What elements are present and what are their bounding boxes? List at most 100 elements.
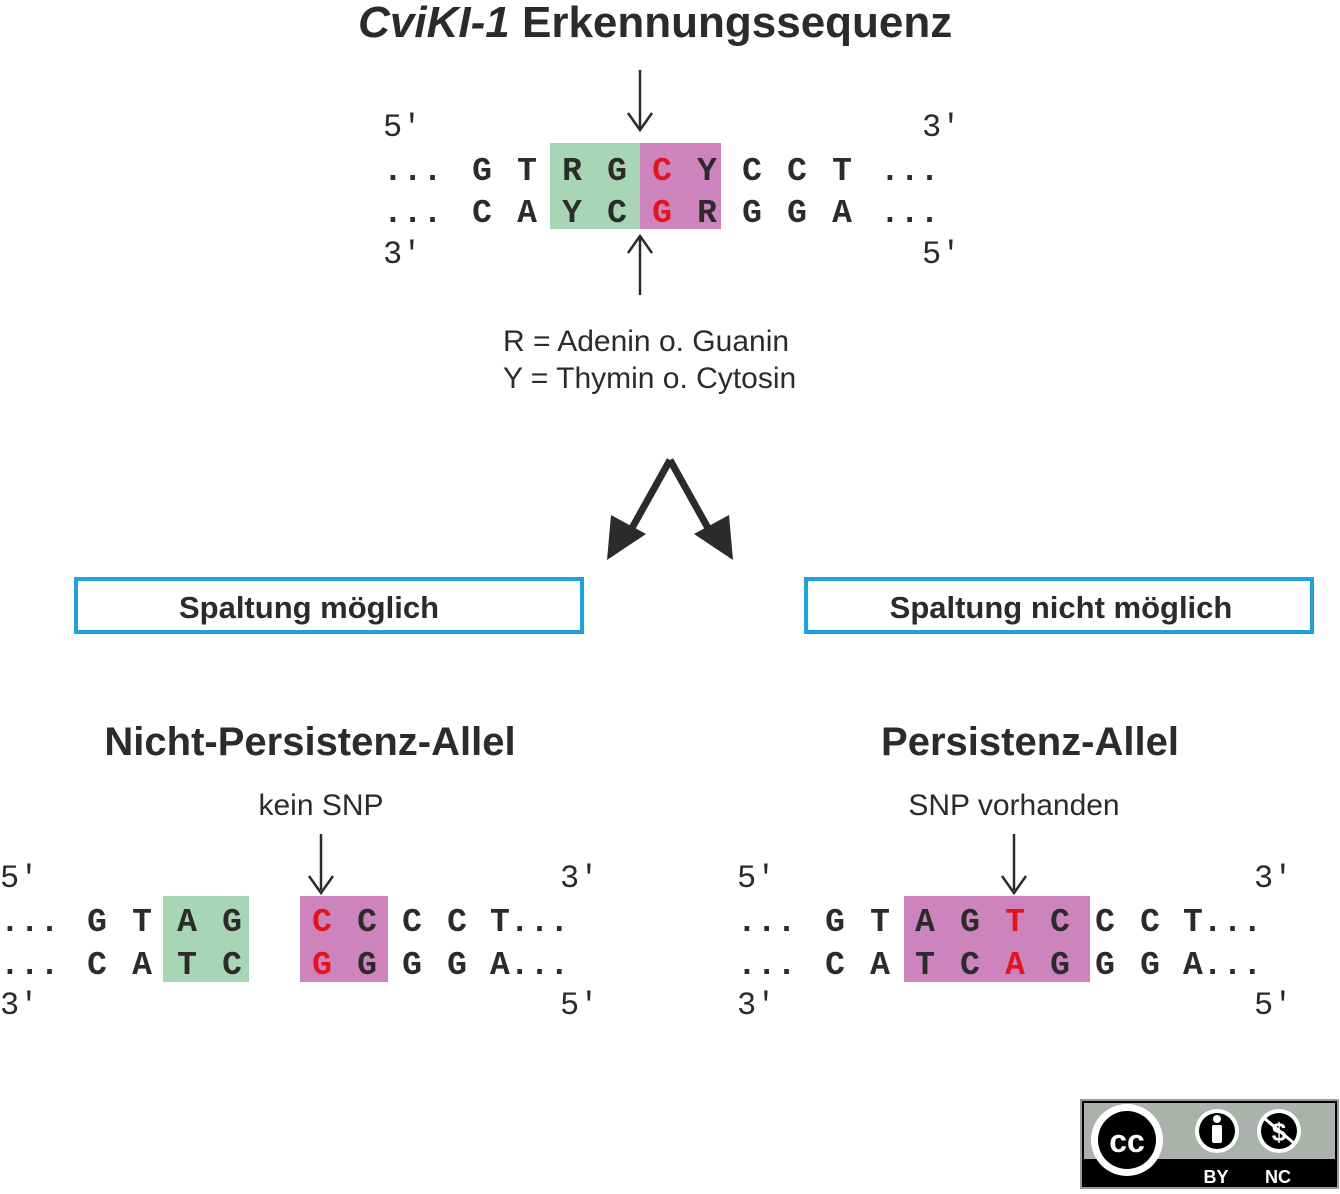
right-top-strand: G T A G T C C C T... bbox=[825, 904, 1262, 941]
base: T bbox=[517, 153, 537, 190]
legend-line-r: R = Adenin o. Guanin bbox=[503, 325, 789, 358]
base: A... bbox=[1183, 947, 1262, 984]
base: C bbox=[472, 195, 492, 232]
highlight-green-top bbox=[550, 143, 640, 229]
base: R bbox=[697, 195, 717, 232]
title-rest: Erkennungssequenz bbox=[522, 0, 952, 47]
license-nc-label: NC bbox=[1265, 1167, 1291, 1187]
top-strand: G T R G C Y C C T bbox=[472, 153, 852, 190]
strand-ellipsis: ... bbox=[880, 153, 939, 190]
strand-ellipsis: ... bbox=[0, 904, 59, 941]
cc-by-nc-badge[interactable]: cc $ BY NC bbox=[1080, 1099, 1339, 1189]
base: A bbox=[870, 947, 890, 984]
prime-label: 5' bbox=[560, 987, 598, 1024]
base: C bbox=[402, 904, 422, 941]
prime-label: 5' bbox=[922, 236, 960, 273]
highlight-pink-top bbox=[640, 143, 721, 229]
base: G bbox=[787, 195, 807, 232]
base: G bbox=[447, 947, 467, 984]
highlight-green-left bbox=[163, 896, 249, 982]
strand-ellipsis: ... bbox=[0, 947, 59, 984]
base: T bbox=[832, 153, 852, 190]
cc-logo-text: cc bbox=[1109, 1123, 1145, 1159]
base-highlighted: G bbox=[652, 195, 672, 232]
base: G bbox=[742, 195, 762, 232]
prime-label: 5' bbox=[1254, 987, 1292, 1024]
legend-line-y: Y = Thymin o. Cytosin bbox=[503, 362, 796, 395]
base: G bbox=[357, 947, 377, 984]
prime-label: 3' bbox=[0, 987, 38, 1024]
base-snp: A bbox=[1005, 947, 1025, 984]
prime-label: 5' bbox=[383, 109, 421, 146]
prime-label: 3' bbox=[383, 236, 421, 273]
base: Y bbox=[562, 195, 582, 232]
left-top-strand: G T A G C C C C T... bbox=[87, 904, 569, 941]
prime-label: 3' bbox=[1254, 860, 1292, 897]
diagram-title: CviKI-1 Erkennungssequenz bbox=[297, 0, 989, 47]
base: T bbox=[870, 904, 890, 941]
base: G bbox=[1140, 947, 1160, 984]
base: G bbox=[1050, 947, 1070, 984]
base: C bbox=[607, 195, 627, 232]
base: C bbox=[787, 153, 807, 190]
base: G bbox=[222, 904, 242, 941]
base: A... bbox=[490, 947, 569, 984]
right-bottom-strand: C A T C A G G G A... bbox=[825, 947, 1262, 984]
strand-ellipsis: ... bbox=[880, 195, 939, 232]
base: C bbox=[742, 153, 762, 190]
base: C bbox=[1095, 904, 1115, 941]
base-highlighted: C bbox=[652, 153, 672, 190]
right-heading: Persistenz-Allel bbox=[881, 720, 1179, 764]
base: G bbox=[1095, 947, 1115, 984]
base-highlighted: C bbox=[312, 904, 332, 941]
prime-label: 5' bbox=[0, 860, 38, 897]
base: A bbox=[517, 195, 537, 232]
cleavage-possible-label: Spaltung möglich bbox=[179, 590, 439, 625]
strand-ellipsis: ... bbox=[383, 195, 442, 232]
highlight-pink-left bbox=[300, 896, 388, 982]
strand-ellipsis: ... bbox=[737, 947, 796, 984]
base: C bbox=[1140, 904, 1160, 941]
cut-arrowhead-bottom bbox=[626, 233, 654, 254]
base: T... bbox=[490, 904, 569, 941]
base: T bbox=[132, 904, 152, 941]
base: Y bbox=[697, 153, 717, 190]
base: C bbox=[1050, 904, 1070, 941]
prime-label: 3' bbox=[560, 860, 598, 897]
base: G bbox=[960, 904, 980, 941]
title-enzyme: CviKI-1 bbox=[358, 0, 510, 47]
base: T bbox=[177, 947, 197, 984]
base: G bbox=[87, 904, 107, 941]
highlight-pink-right bbox=[904, 896, 1090, 982]
base: T bbox=[915, 947, 935, 984]
snp-arrowhead-left bbox=[307, 875, 335, 896]
base: A bbox=[915, 904, 935, 941]
base: C bbox=[357, 904, 377, 941]
bottom-strand: C A Y C G R G G A bbox=[472, 195, 852, 232]
base: C bbox=[960, 947, 980, 984]
base: A bbox=[177, 904, 197, 941]
base: C bbox=[447, 904, 467, 941]
left-note: kein SNP bbox=[258, 789, 383, 822]
cut-arrowhead-top bbox=[626, 112, 654, 133]
license-by-label: BY bbox=[1203, 1167, 1228, 1187]
split-arrow-icon bbox=[607, 458, 733, 560]
prime-label: 5' bbox=[737, 860, 775, 897]
base: T... bbox=[1183, 904, 1262, 941]
base: R bbox=[562, 153, 582, 190]
prime-label: 3' bbox=[922, 109, 960, 146]
left-bottom-strand: C A T C G G G G A... bbox=[87, 947, 569, 984]
base: A bbox=[832, 195, 852, 232]
right-note: SNP vorhanden bbox=[908, 789, 1119, 822]
base: G bbox=[825, 904, 845, 941]
prime-label: 3' bbox=[737, 987, 775, 1024]
base: G bbox=[472, 153, 492, 190]
strand-ellipsis: ... bbox=[737, 904, 796, 941]
base: G bbox=[402, 947, 422, 984]
strand-ellipsis: ... bbox=[383, 153, 442, 190]
base: C bbox=[87, 947, 107, 984]
base: C bbox=[825, 947, 845, 984]
base: C bbox=[222, 947, 242, 984]
cleavage-possible-box bbox=[74, 577, 584, 634]
